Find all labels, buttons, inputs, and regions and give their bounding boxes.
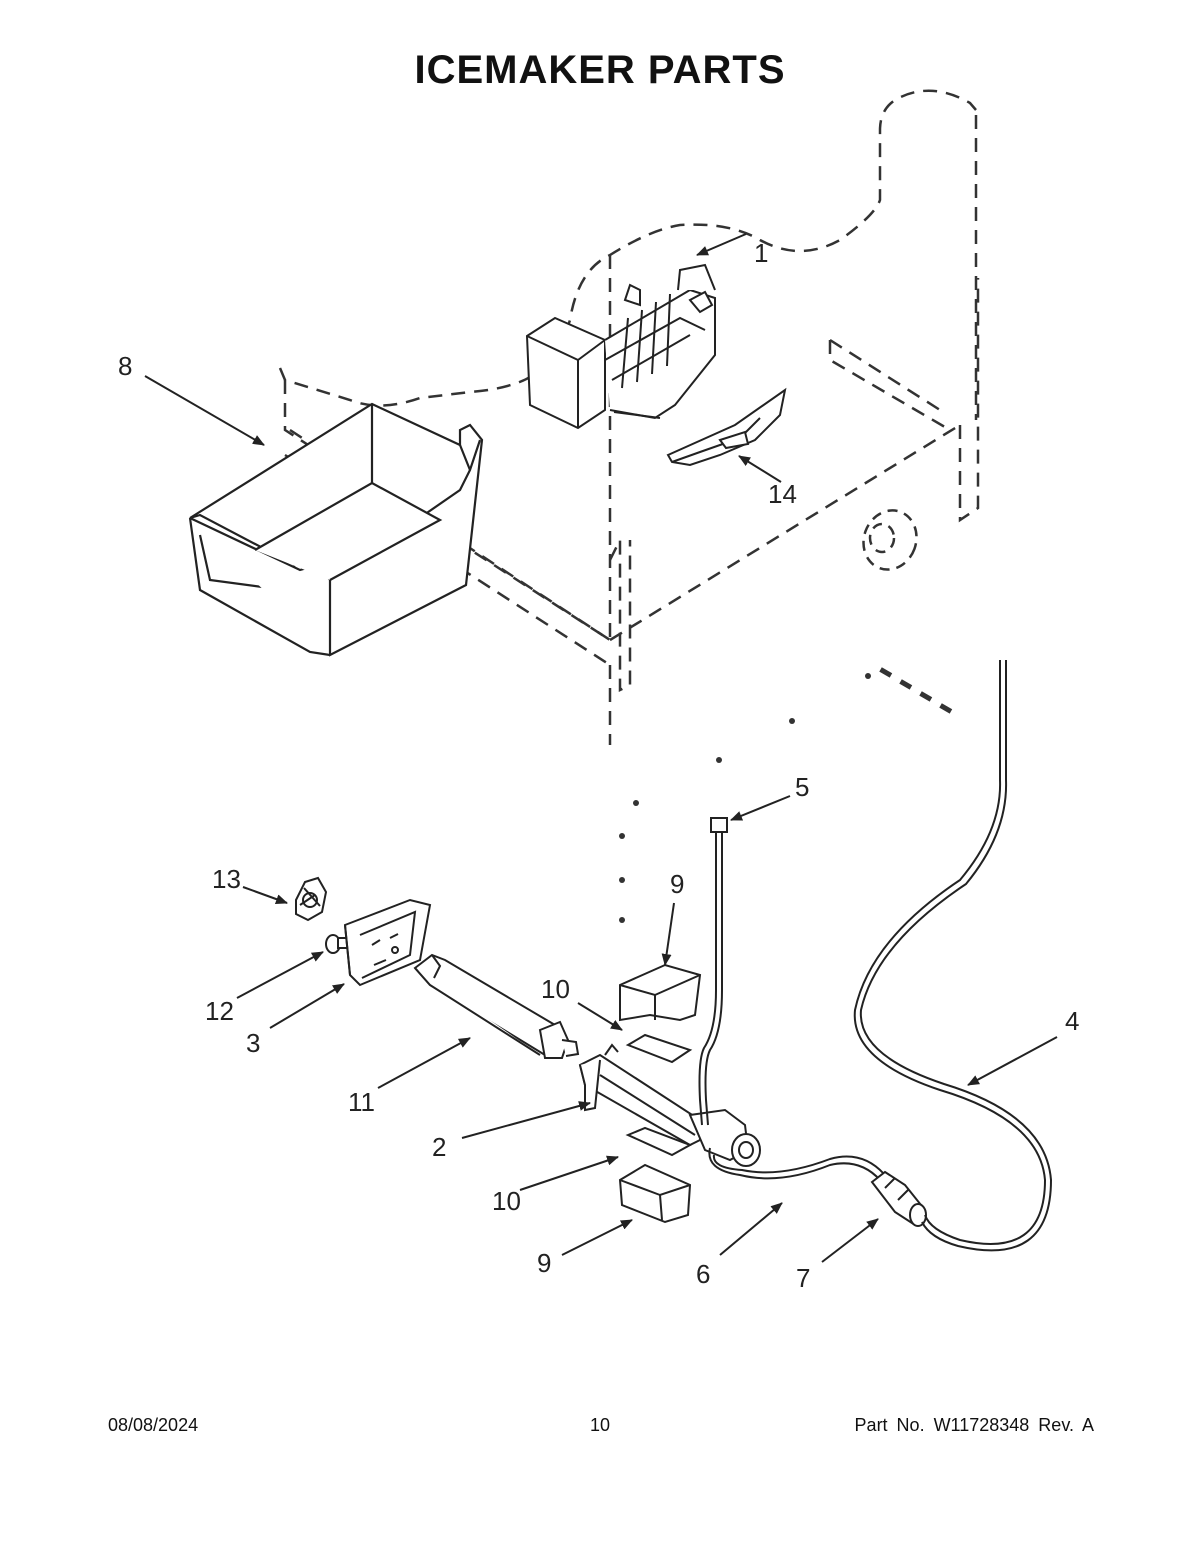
icemaker-cover-bracket — [668, 390, 785, 465]
leader-arrows — [144, 233, 1058, 1263]
callout-5: 5 — [795, 772, 809, 802]
water-tube-upper — [700, 818, 728, 1125]
filter-head-assembly — [580, 1045, 760, 1166]
callout-7: 7 — [796, 1263, 810, 1293]
callout-6: 6 — [696, 1259, 710, 1289]
pad-lower — [628, 1128, 690, 1155]
callout-1: 1 — [754, 238, 768, 268]
callout-10-lower: 10 — [492, 1186, 521, 1216]
page-title: ICEMAKER PARTS — [414, 48, 786, 92]
cabinet-boss — [862, 509, 918, 571]
callout-4: 4 — [1065, 1006, 1079, 1036]
callout-12: 12 — [205, 996, 234, 1026]
foam-block-lower — [620, 1165, 690, 1222]
ice-bin — [190, 404, 482, 655]
tube-coupling — [872, 1172, 926, 1226]
foam-block-upper — [620, 965, 700, 1020]
water-filter — [415, 955, 578, 1058]
footer-date: 08/08/2024 — [108, 1415, 199, 1435]
callout-9-upper: 9 — [670, 869, 684, 899]
callout-9-lower: 9 — [537, 1248, 551, 1278]
screw — [326, 935, 348, 953]
water-tube-lower — [709, 1148, 884, 1180]
footer-page-number: 10 — [589, 1415, 611, 1435]
cabinet-clips — [619, 667, 953, 923]
callout-13: 13 — [212, 864, 241, 894]
filter-bracket — [345, 900, 430, 985]
callout-14: 14 — [768, 479, 797, 509]
callout-11: 11 — [348, 1087, 375, 1117]
supply-tube — [855, 660, 1051, 1250]
callout-2: 2 — [432, 1132, 446, 1162]
knob — [296, 878, 326, 920]
footer-part-number: Part No. W11728348 Rev. A — [854, 1415, 1094, 1435]
callout-labels: 1 8 14 5 9 13 10 12 3 4 11 2 10 9 6 7 — [118, 238, 1079, 1293]
icemaker-assembly — [527, 265, 715, 428]
callout-8: 8 — [118, 351, 132, 381]
callout-10-upper: 10 — [541, 974, 570, 1004]
callout-3: 3 — [246, 1028, 260, 1058]
pad-upper — [628, 1035, 690, 1062]
